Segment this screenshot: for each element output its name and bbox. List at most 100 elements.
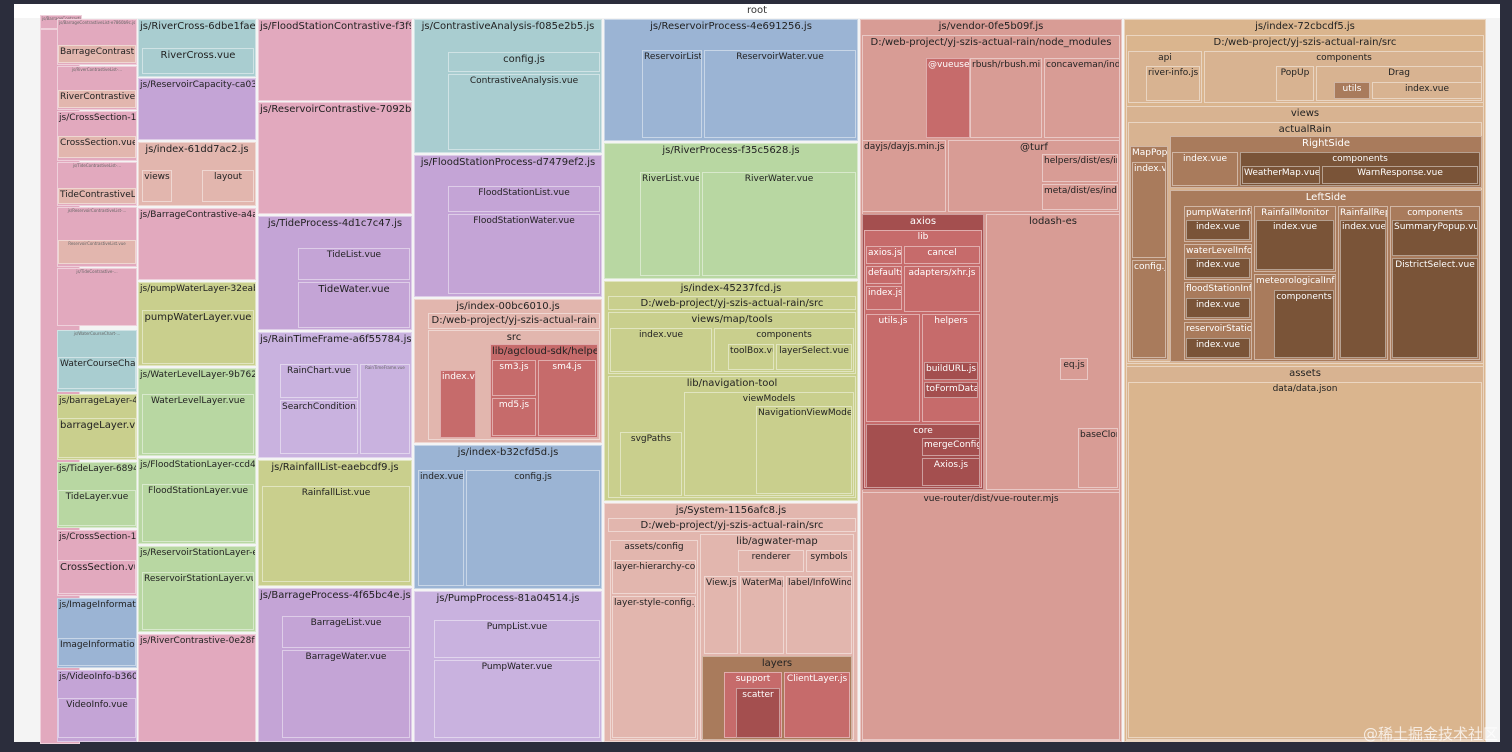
treemap-node-c3b[interactable]: js/ReservoirCapacity-ca03483f.js <box>138 78 256 140</box>
treemap-node-c8g2[interactable]: index.vue <box>1186 220 1250 240</box>
treemap-node-c3c1[interactable]: views <box>142 170 172 202</box>
treemap-node-c3e1[interactable]: pumpWaterLayer.vue <box>142 310 254 364</box>
treemap-node-c2e1[interactable]: ReservoirContrastiveList.vue <box>58 240 136 264</box>
treemap-node-c3g1[interactable]: FloodStationLayer.vue <box>142 484 254 542</box>
treemap-node-c6c0[interactable]: D:/web-project/yj-szis-actual-rain/src <box>608 296 856 310</box>
treemap-node-c6c2[interactable]: index.vue <box>610 328 712 372</box>
treemap-node-c7i[interactable]: vue-router/dist/vue-router.mjs <box>862 492 1120 740</box>
treemap-node-c7g10[interactable]: toFormData.js <box>924 382 978 398</box>
treemap-node-c7g2[interactable]: axios.js <box>866 246 902 264</box>
treemap-node-c8g15[interactable]: index.vue <box>1186 338 1250 358</box>
treemap-node-c7b[interactable]: @vueuse <box>926 58 970 138</box>
treemap-node-c7g9[interactable]: buildURL.js <box>924 362 978 380</box>
treemap-node-c6c9[interactable]: NavigationViewModel.js <box>756 406 852 494</box>
treemap-node-c8g4[interactable]: index.vue <box>1256 220 1334 270</box>
treemap-node-c8c1[interactable]: PopUp <box>1276 66 1314 101</box>
treemap-node-c3h1[interactable]: ReservoirStationLayer.vue <box>142 572 254 630</box>
treemap-node-c6a2[interactable]: ReservoirWater.vue <box>704 50 856 138</box>
treemap-node-c3f1[interactable]: WaterLevelLayer.vue <box>142 394 254 454</box>
treemap-node-c2k1[interactable]: ImageInformation.vue <box>58 638 136 666</box>
treemap-node-c3a1[interactable]: RiverCross.vue <box>142 48 254 74</box>
treemap-node-c7f1[interactable]: helpers/dist/es/index.js <box>1042 154 1118 182</box>
treemap-node-c7d[interactable]: concaveman/index.js <box>1044 58 1120 138</box>
treemap-node-c6c5[interactable]: layerSelect.vue <box>776 344 852 370</box>
treemap-node-c8h1[interactable]: data/data.json <box>1128 382 1482 738</box>
treemap-node-c2c1[interactable]: CrossSection.vue <box>58 136 136 158</box>
treemap-node-c6d3[interactable]: layer-style-config.js <box>612 596 696 738</box>
treemap-node-c6b2[interactable]: RiverWater.vue <box>702 172 856 276</box>
treemap-node-c2l1[interactable]: VideoInfo.vue <box>58 698 136 738</box>
treemap-node-c2j1[interactable]: CrossSection.vue <box>58 560 136 594</box>
treemap-node-c8g11[interactable]: index.vue <box>1186 258 1250 278</box>
treemap-node-c8e3[interactable]: config.js <box>1132 260 1166 358</box>
treemap-node-c5d1[interactable]: index.vue <box>418 470 464 586</box>
treemap-node-c2i1[interactable]: TideLayer.vue <box>58 490 136 526</box>
treemap-node-c7g12[interactable]: mergeConfig.js <box>922 438 980 456</box>
treemap-node-c4a[interactable]: js/FloodStationContrastive-f3f93d56.js <box>258 19 412 101</box>
treemap-node-c8e2[interactable]: index.vue <box>1132 162 1166 258</box>
treemap-node-c5c0[interactable]: D:/web-project/yj-szis-actual-rain <box>428 313 600 329</box>
treemap-node-c6d6[interactable]: symbols <box>806 550 852 572</box>
treemap-node-c5b1[interactable]: FloodStationList.vue <box>448 186 600 212</box>
treemap-node-c7g7[interactable]: utils.js <box>866 314 920 422</box>
treemap-node-c8g8[interactable]: SummaryPopup.vue <box>1392 220 1478 256</box>
treemap-node-c6d7[interactable]: View.js <box>704 576 738 654</box>
treemap-node-c8g13[interactable]: index.vue <box>1186 298 1250 318</box>
treemap-node-c7g3[interactable]: cancel <box>904 246 980 264</box>
treemap-node-c4b[interactable]: js/ReservoirContrastive-7092bb7d.js <box>258 102 412 214</box>
treemap-node-c5a1[interactable]: config.js <box>448 52 600 72</box>
treemap-node-c6c7[interactable]: svgPaths <box>620 432 682 496</box>
treemap-node-c2f[interactable]: js/TideContrastive-... <box>57 268 137 326</box>
treemap-node-c5d2[interactable]: config.js <box>466 470 600 586</box>
treemap-node-c6d9[interactable]: label/InfoWindow.js <box>786 576 852 654</box>
treemap-node-c5c3[interactable]: sm3.js <box>492 360 536 396</box>
treemap-node-c8g9[interactable]: DistrictSelect.vue <box>1392 258 1478 358</box>
treemap-node-c6d12[interactable]: scatter <box>736 688 780 738</box>
treemap-node-c7c[interactable]: rbush/rbush.min.js <box>970 58 1042 138</box>
treemap-node-c4c1[interactable]: TideList.vue <box>298 248 410 280</box>
treemap-node-c6d2[interactable]: layer-hierarchy-config.js <box>612 560 696 594</box>
treemap-node-c8g17[interactable]: components <box>1274 290 1334 358</box>
treemap-node-c7h1[interactable]: eq.js <box>1060 358 1088 380</box>
treemap-node-c2a1[interactable]: BarrageContrastiveList.vue <box>58 45 136 63</box>
treemap-node-c6d8[interactable]: WaterMap.js <box>740 576 784 654</box>
treemap-node-c5e2[interactable]: PumpWater.vue <box>434 660 600 738</box>
treemap-node-c6b1[interactable]: RiverList.vue <box>640 172 700 276</box>
treemap-node-c6d0[interactable]: D:/web-project/yj-szis-actual-rain/src <box>608 518 856 532</box>
treemap-node-c6d13[interactable]: ClientLayer.js <box>784 672 850 738</box>
treemap-node-c7h2[interactable]: baseClone.js <box>1078 428 1118 488</box>
treemap-node-c2d1[interactable]: TideContrastiveList.vue <box>58 188 136 204</box>
treemap-node-c7g6[interactable]: adapters/xhr.js <box>904 266 980 312</box>
treemap-node-c5a2[interactable]: ContrastiveAnalysis.vue <box>448 74 600 150</box>
treemap-node-c6a1[interactable]: ReservoirList.vue <box>642 50 702 138</box>
treemap-node-c4c2[interactable]: TideWater.vue <box>298 282 410 328</box>
treemap-node-c6c4[interactable]: toolBox.vue <box>728 344 774 370</box>
treemap-node-c5e1[interactable]: PumpList.vue <box>434 620 600 658</box>
treemap-node-c5c6[interactable]: index.vue <box>440 370 476 438</box>
treemap-node-c2g1[interactable]: WaterCourseChart.vue <box>58 357 136 389</box>
treemap-node-c4f1[interactable]: BarrageList.vue <box>282 616 410 648</box>
treemap-node-c4f2[interactable]: BarrageWater.vue <box>282 650 410 738</box>
treemap-node-c5c4[interactable]: md5.js <box>492 398 536 436</box>
treemap-node-c8b1[interactable]: river-info.js <box>1146 66 1200 101</box>
treemap-node-c8c3[interactable]: utils <box>1334 82 1370 99</box>
treemap-node-c8f4[interactable]: WarnResponse.vue <box>1322 166 1478 184</box>
treemap-node-c7g5[interactable]: index.js <box>866 286 902 310</box>
treemap-node-c7g13[interactable]: Axios.js <box>922 458 980 486</box>
treemap-node-c8f1[interactable]: index.vue <box>1172 152 1238 186</box>
treemap-node-c2h1[interactable]: barrageLayer.vue <box>58 418 136 458</box>
treemap-node-c3i[interactable]: js/RiverContrastive-0e28f4df.js <box>138 634 256 742</box>
treemap-node-c8f3[interactable]: WeatherMap.vue <box>1242 166 1320 184</box>
treemap-node-c4d1[interactable]: RainChart.vue <box>280 364 358 398</box>
treemap-node-c8g6[interactable]: index.vue <box>1340 220 1386 358</box>
treemap-node-c3c2[interactable]: layout <box>202 170 254 202</box>
treemap-node-c4d2[interactable]: SearchCondition.vue <box>280 400 358 454</box>
treemap-node-c5c5[interactable]: sm4.js <box>538 360 596 436</box>
treemap-node-c7e[interactable]: dayjs/dayjs.min.js <box>862 140 946 212</box>
treemap-node-c3d[interactable]: js/BarrageContrastive-a4a572a1.js <box>138 208 256 280</box>
treemap-node-c7g4[interactable]: defaults <box>866 266 902 284</box>
treemap-node-c7f2[interactable]: meta/dist/es/index.js <box>1042 184 1118 210</box>
treemap-node-c8c4[interactable]: index.vue <box>1372 82 1482 99</box>
treemap-node-c5b2[interactable]: FloodStationWater.vue <box>448 214 600 294</box>
treemap-node-c2b1[interactable]: RiverContrastiveList.vue <box>58 90 136 108</box>
